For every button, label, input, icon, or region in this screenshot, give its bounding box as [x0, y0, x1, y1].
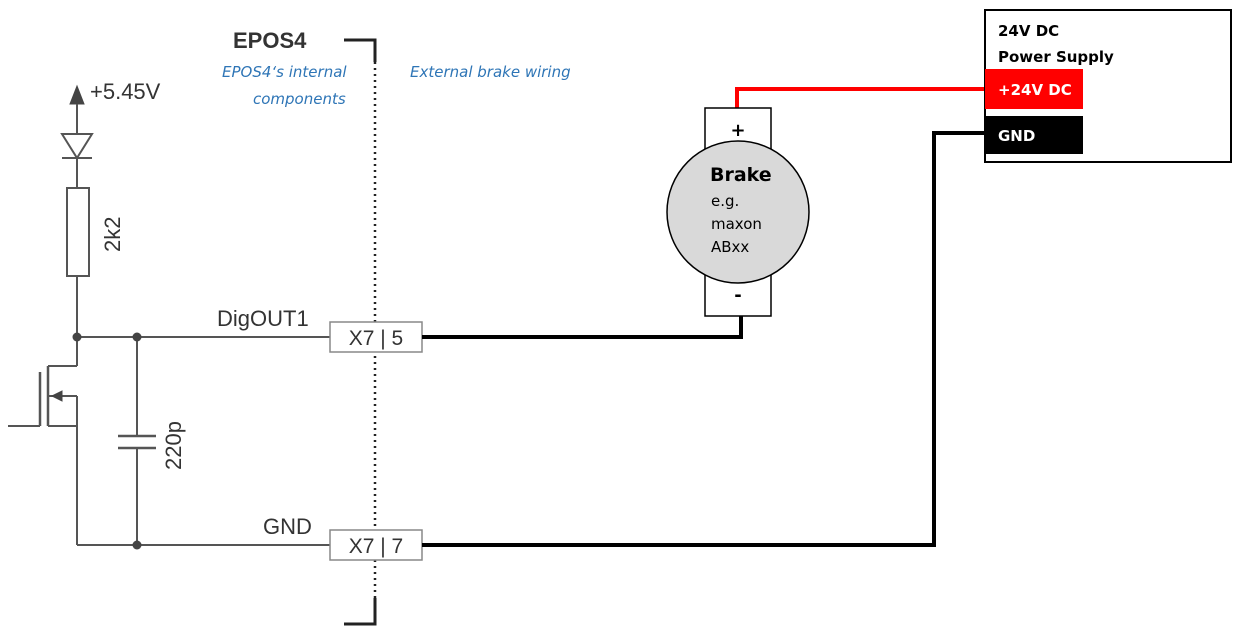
brake-desc-line3: ABxx	[711, 238, 749, 256]
capacitor-label: 220p	[161, 421, 186, 470]
mosfet-arrow-icon	[50, 390, 63, 402]
gnd-label: GND	[263, 514, 312, 539]
connector-x7-5	[329, 321, 423, 353]
epos4-title: EPOS4	[233, 28, 307, 53]
external-label: External brake wiring	[410, 63, 571, 81]
diode-icon	[60, 133, 94, 160]
power-supply-title-line2: Power Supply	[998, 48, 1114, 66]
brake-body	[666, 140, 810, 284]
brake-minus-label: -	[734, 285, 741, 306]
power-supply-pos-terminal	[985, 69, 1083, 109]
brake-desc-line1: e.g.	[711, 192, 739, 210]
internal-label-line2: components	[253, 90, 346, 108]
wire-digout-to-brake-minus	[422, 316, 743, 339]
power-supply-pos-label: +24V DC	[998, 81, 1072, 99]
brake-desc-line2: maxon	[711, 215, 762, 233]
internal-schematic	[8, 84, 330, 546]
power-supply-gnd-label: GND	[998, 127, 1035, 145]
digout-label: DigOUT1	[217, 306, 309, 331]
power-supply-gnd-terminal	[985, 116, 1083, 154]
supply-voltage-label: +5.45V	[90, 79, 161, 104]
epos4-boundary-bottom-bracket	[344, 598, 377, 626]
epos4-boundary-top-bracket	[344, 38, 377, 62]
wire-gnd-to-supply-gnd	[422, 131, 985, 547]
junction-dot	[72, 332, 82, 342]
connector-x7-7-label: X7 | 7	[349, 535, 404, 558]
junction-dot	[132, 332, 142, 342]
resistor-label: 2k2	[100, 217, 125, 252]
wire-supply-pos-to-brake-plus	[735, 87, 985, 108]
connector-x7-7	[329, 529, 423, 561]
brake-name: Brake	[710, 164, 772, 186]
resistor-icon	[66, 187, 90, 277]
brake-plus-label: +	[730, 120, 745, 141]
supply-arrow-icon	[69, 84, 85, 105]
power-supply-title-line1: 24V DC	[998, 22, 1059, 40]
junction-dot	[132, 540, 142, 550]
connector-x7-5-label: X7 | 5	[349, 327, 404, 350]
internal-label-line1: EPOS4‘s internal	[222, 63, 347, 81]
